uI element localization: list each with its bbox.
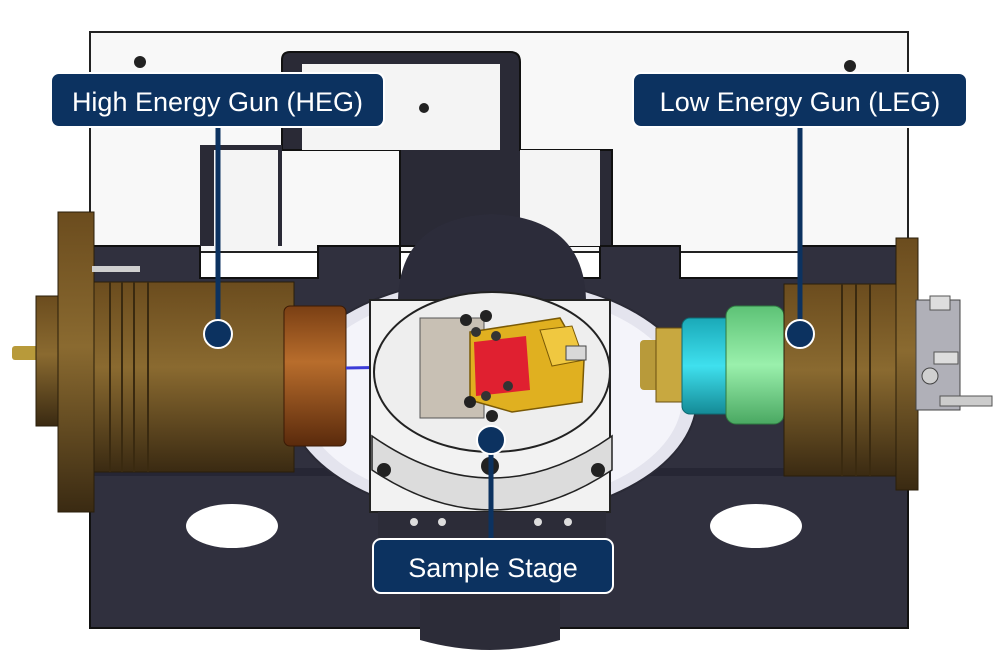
heg-assembly bbox=[12, 211, 347, 513]
leader-leg bbox=[785, 128, 815, 349]
leg-label: Low Energy Gun (LEG) bbox=[632, 72, 968, 128]
sample-stage-label: Sample Stage bbox=[372, 538, 614, 594]
heg-label: High Energy Gun (HEG) bbox=[50, 72, 385, 128]
sample-stage-assembly bbox=[369, 291, 613, 650]
leg-assembly bbox=[640, 237, 993, 491]
leader-sample-stage bbox=[476, 425, 506, 540]
leader-heg bbox=[203, 128, 233, 349]
